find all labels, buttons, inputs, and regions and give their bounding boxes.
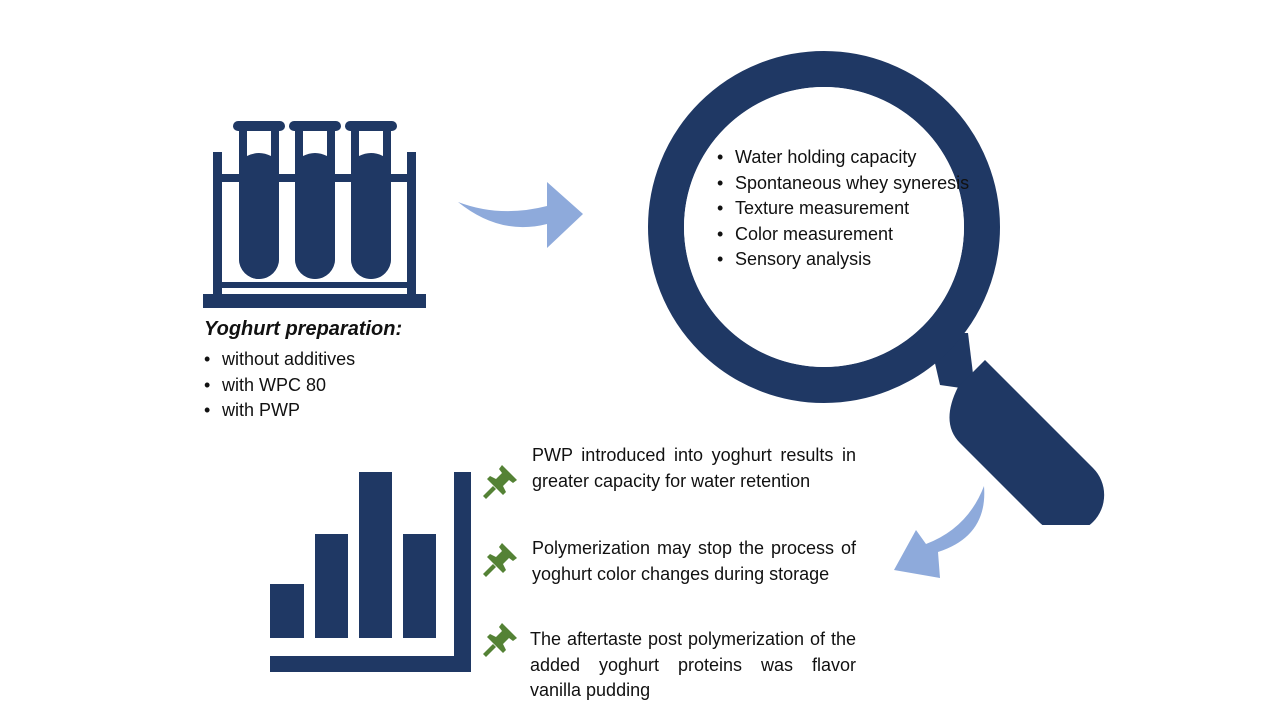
pushpin-icon: [483, 543, 517, 577]
analysis-item: Sensory analysis: [717, 247, 957, 273]
analysis-item: Water holding capacity: [717, 145, 957, 171]
preparation-item: without additives: [204, 347, 355, 373]
test-tube-rack-icon: [203, 121, 426, 308]
finding-text: The aftertaste post polymerization of th…: [530, 629, 856, 700]
preparation-title: Yoghurt preparation:: [204, 318, 403, 340]
curved-arrow-icon: [894, 486, 985, 578]
preparation-item: with PWP: [204, 398, 355, 424]
preparation-list: without additives with WPC 80 with PWP: [204, 347, 355, 424]
pushpin-icon: [483, 465, 517, 499]
pushpin-icon: [483, 623, 517, 657]
analysis-item: Spontaneous whey syneresis: [717, 171, 969, 197]
bar-chart-icon: [270, 472, 471, 672]
finding-text: PWP introduced into yoghurt results in g…: [532, 445, 856, 491]
preparation-item: with WPC 80: [204, 373, 355, 399]
analysis-item: Color measurement: [717, 222, 957, 248]
finding-text: Polymerization may stop the process of y…: [532, 538, 856, 584]
curved-arrow-icon: [458, 182, 583, 248]
analysis-list: Water holding capacity Spontaneous whey …: [717, 145, 969, 273]
analysis-item: Texture measurement: [717, 196, 957, 222]
